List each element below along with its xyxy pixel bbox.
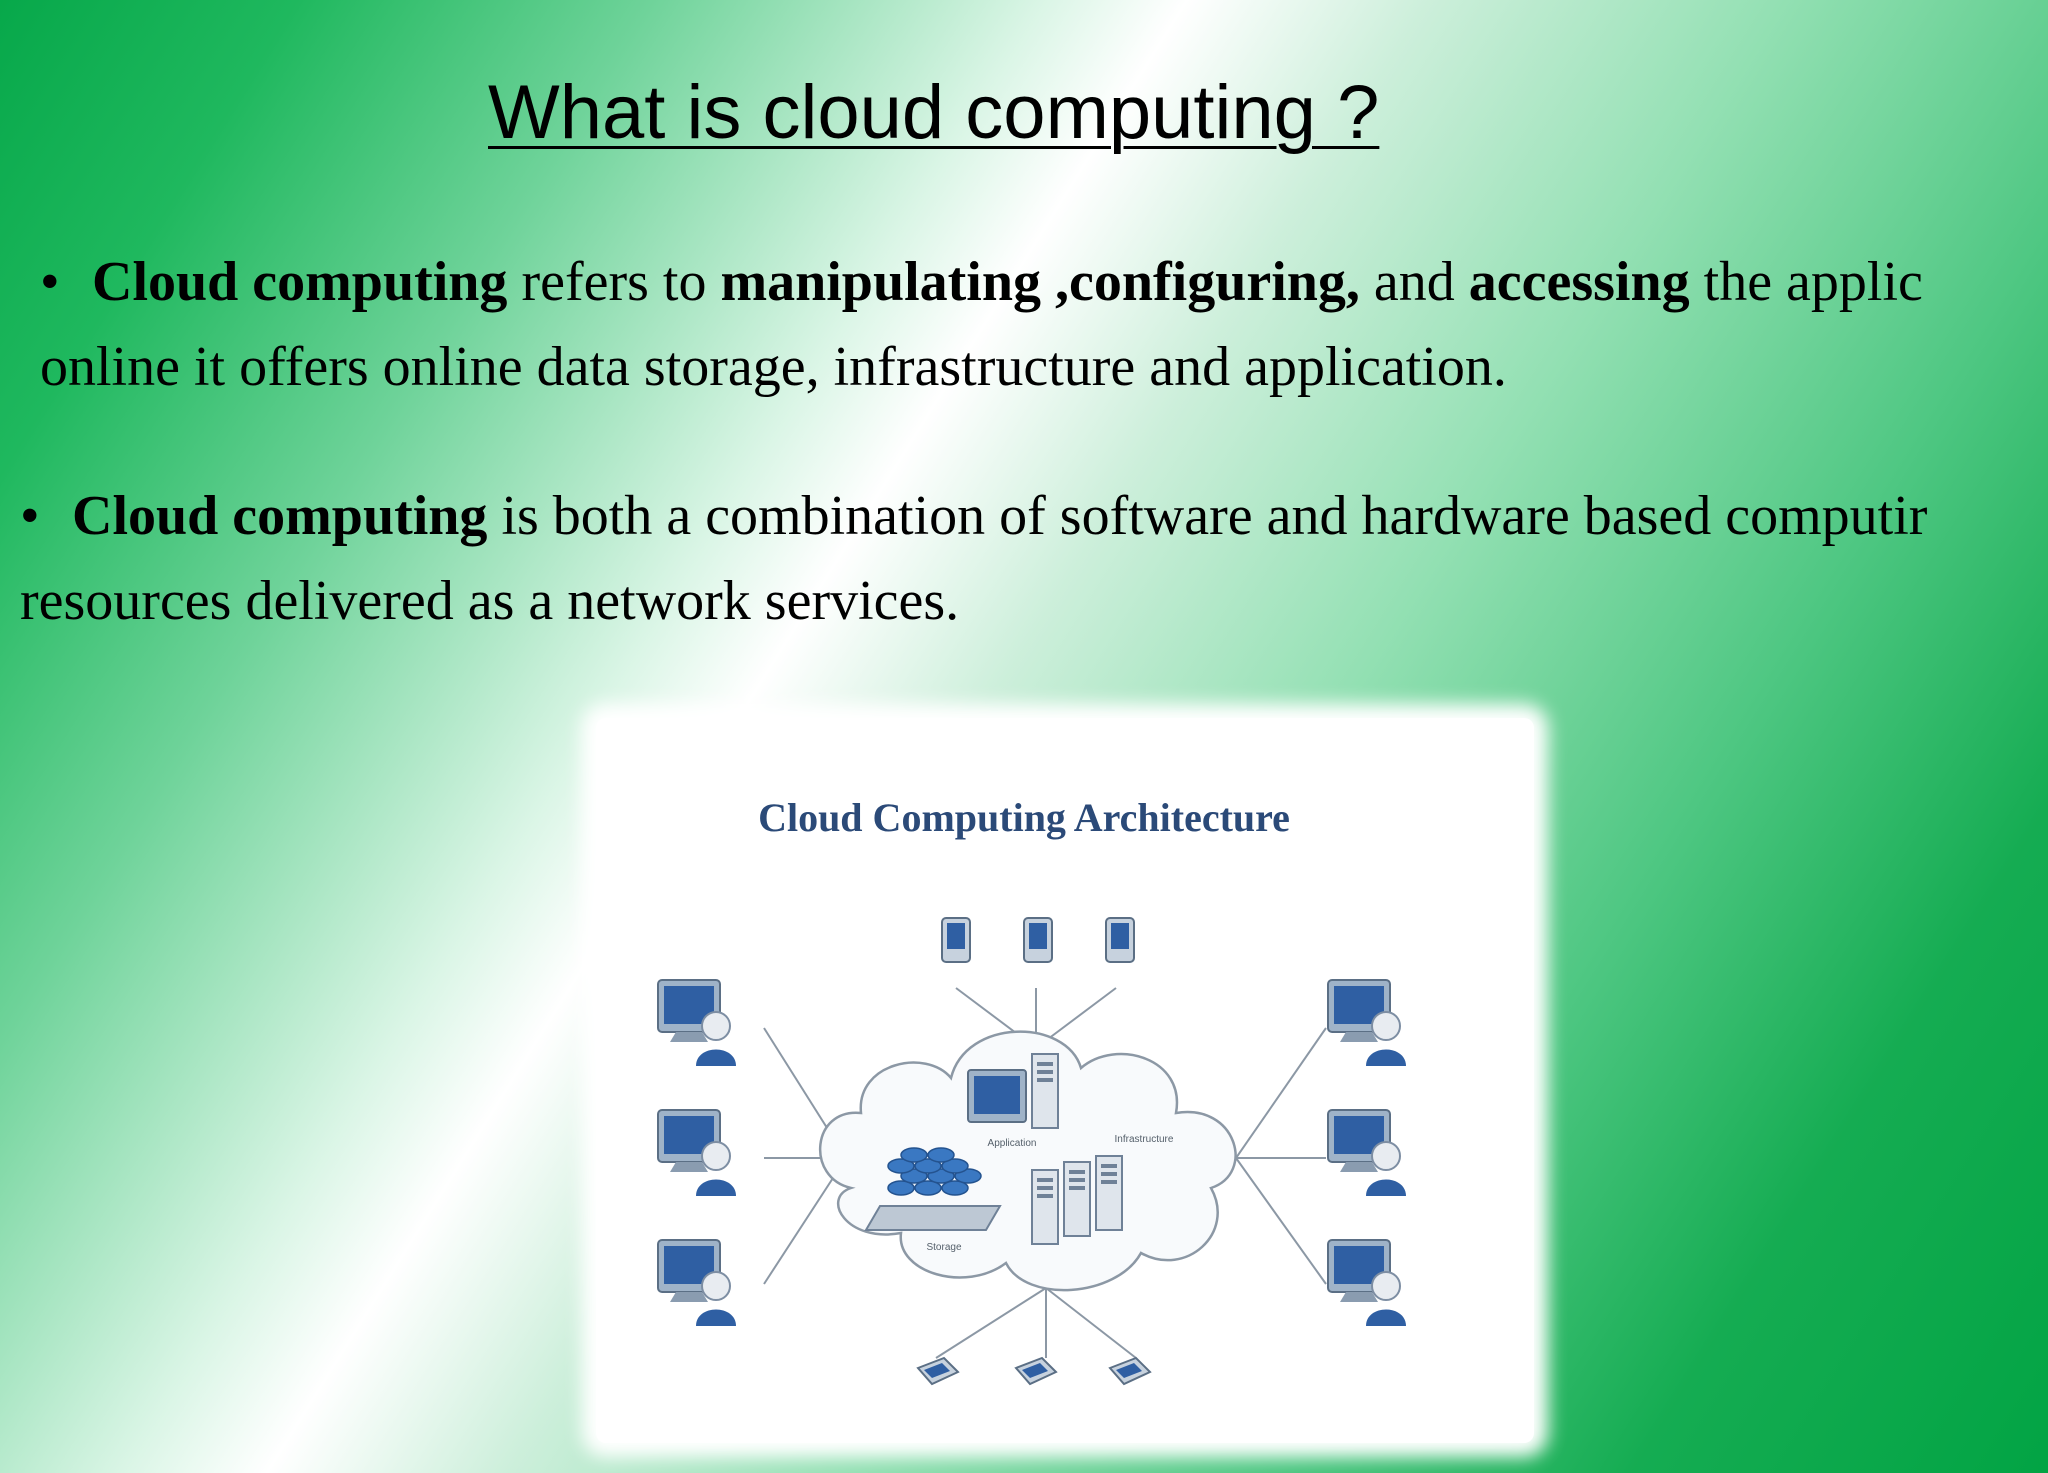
- bullet-1-text: refers to: [507, 251, 721, 313]
- bullet-point-1: • Cloud computing refers to manipulating …: [0, 240, 1923, 410]
- mobile-phone-icon: [1015, 1357, 1057, 1385]
- storage-database-icon: [864, 1147, 1002, 1231]
- bullet-1-bold: accessing: [1468, 251, 1690, 313]
- user-workstation-icon: [1327, 979, 1407, 1067]
- mobile-phone-icon: [917, 1357, 959, 1385]
- user-workstation-icon: [657, 1239, 737, 1327]
- bullet-point-2: • Cloud computing is both a combination o…: [0, 474, 1927, 644]
- bullet-marker: •: [20, 485, 40, 547]
- pda-device-icon: [1023, 917, 1053, 963]
- bullet-1-line-2: online it offers online data storage, in…: [40, 336, 1507, 398]
- slide-title: What is cloud computing ?: [488, 70, 1380, 155]
- diagram-canvas: Cloud Computing Architecture: [657, 795, 1407, 1385]
- pda-device-icon: [941, 917, 971, 963]
- storage-label: Storage: [926, 1242, 961, 1253]
- infrastructure-servers-icon: [1031, 1155, 1123, 1245]
- infrastructure-label: Infrastructure: [1115, 1134, 1174, 1145]
- bullet-2-line-2: resources delivered as a network service…: [20, 570, 960, 632]
- bullet-1-line-1: • Cloud computing refers to manipulating …: [0, 240, 1923, 325]
- user-workstation-icon: [657, 1109, 737, 1197]
- user-workstation-icon: [657, 979, 737, 1067]
- cloud-shape: [818, 1030, 1237, 1292]
- bullet-2-term: Cloud computing: [72, 485, 488, 547]
- bullet-2-text: is both a combination of software and ha…: [487, 485, 1928, 547]
- bullet-1-text: the applic: [1689, 251, 1923, 313]
- user-workstation-icon: [1327, 1239, 1407, 1327]
- bullet-1-bold: manipulating ,configuring,: [720, 251, 1360, 313]
- application-server-icon: [967, 1053, 1059, 1129]
- connection-lines: [763, 987, 1327, 1359]
- bullet-1-term: Cloud computing: [92, 251, 508, 313]
- application-label: Application: [988, 1138, 1037, 1149]
- cloud-architecture-diagram: Cloud Computing Architecture: [596, 718, 1534, 1443]
- mobile-phone-icon: [1109, 1357, 1151, 1385]
- pda-device-icon: [1105, 917, 1135, 963]
- bullet-1-text: and: [1359, 251, 1469, 313]
- diagram-title: Cloud Computing Architecture: [758, 795, 1290, 840]
- user-workstation-icon: [1327, 1109, 1407, 1197]
- bullet-marker: •: [40, 251, 60, 313]
- bullet-2-line-1: • Cloud computing is both a combination o…: [0, 474, 1927, 559]
